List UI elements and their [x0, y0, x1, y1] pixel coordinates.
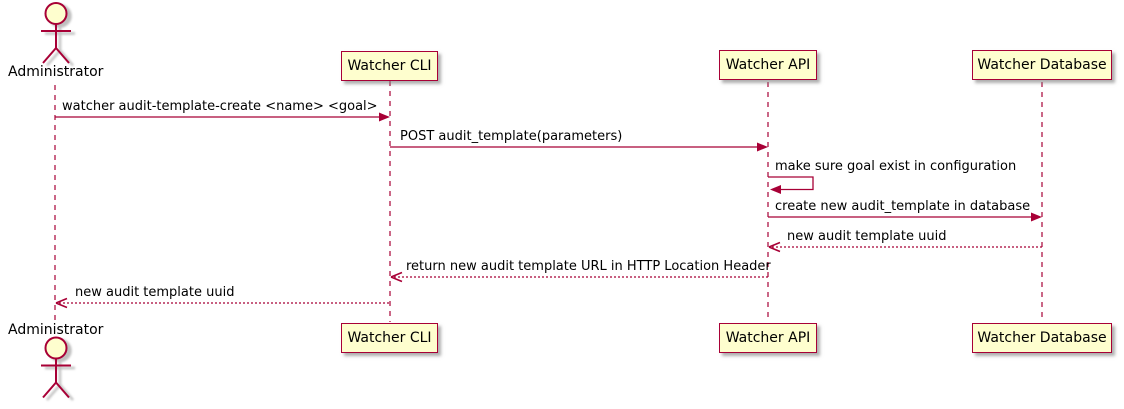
- actor-figure-bottom: [41, 336, 75, 401]
- message-1-label: watcher audit-template-create <name> <go…: [62, 99, 378, 114]
- actor-label-top: Administrator: [8, 64, 104, 80]
- message-5-label: new audit template uuid: [787, 229, 947, 244]
- message-5-arrow: [768, 241, 1042, 253]
- message-2-label: POST audit_template(parameters): [400, 129, 623, 144]
- participant-watcher-api-top: Watcher API: [719, 50, 817, 80]
- message-7-label: new audit template uuid: [75, 285, 235, 300]
- message-2-arrow: [390, 142, 768, 152]
- participant-watcher-cli-top: Watcher CLI: [341, 51, 438, 81]
- actor-figure-top: [41, 2, 75, 67]
- message-4-arrow: [768, 212, 1042, 222]
- message-6-arrow: [390, 271, 768, 283]
- participant-watcher-database-bottom: Watcher Database: [972, 323, 1112, 353]
- participant-watcher-api-bottom: Watcher API: [719, 323, 817, 353]
- actor-label-bottom: Administrator: [8, 322, 104, 338]
- message-4-label: create new audit_template in database: [775, 199, 1031, 214]
- message-3-self-arrow: [768, 176, 814, 194]
- message-6-label: return new audit template URL in HTTP Lo…: [406, 259, 771, 274]
- message-3-label: make sure goal exist in configuration: [775, 159, 1017, 174]
- participant-watcher-database-top: Watcher Database: [972, 50, 1112, 80]
- message-1-arrow: [55, 112, 390, 122]
- participant-watcher-cli-bottom: Watcher CLI: [341, 323, 438, 353]
- message-7-arrow: [55, 297, 390, 309]
